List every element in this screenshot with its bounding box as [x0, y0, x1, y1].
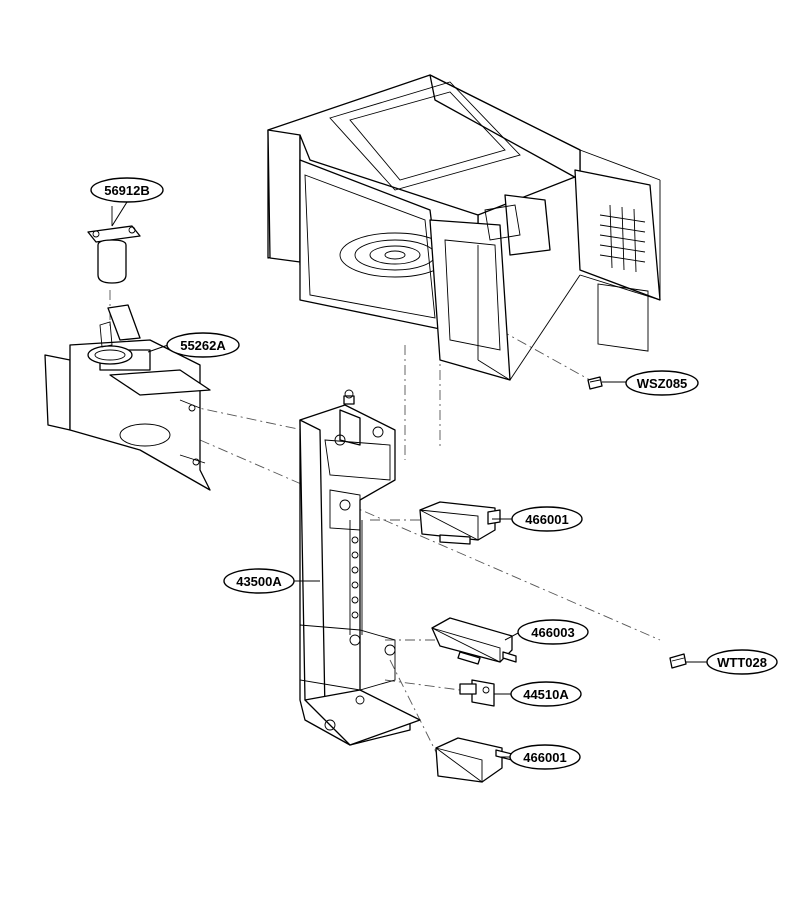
- callout-wtt028: WTT028: [706, 649, 778, 675]
- callout-label: WSZ085: [637, 376, 688, 391]
- switch-lever-illustration: [459, 679, 495, 707]
- callout-label: 466001: [523, 750, 566, 765]
- callout-label: 43500A: [236, 574, 282, 589]
- microwave-cavity-illustration: [267, 74, 661, 381]
- callout-label: 466001: [525, 512, 568, 527]
- door-hook-frame-illustration: [299, 389, 421, 746]
- callout-56912b: 56912B: [90, 177, 164, 203]
- callout-466001-lower: 466001: [509, 744, 581, 770]
- callout-wsz085: WSZ085: [625, 370, 699, 396]
- screw-wtt028-illustration: [669, 653, 687, 669]
- micro-switch-lower-illustration: [435, 737, 513, 783]
- callout-466001-upper: 466001: [511, 506, 583, 532]
- micro-switch-upper-illustration: [419, 501, 501, 545]
- callout-label: 55262A: [180, 338, 226, 353]
- fan-bracket-illustration: [44, 304, 211, 491]
- callout-466003: 466003: [517, 619, 589, 645]
- thermostat-part-illustration: [87, 206, 141, 284]
- callout-label: 466003: [531, 625, 574, 640]
- callout-44510a: 44510A: [510, 681, 582, 707]
- callout-43500a: 43500A: [223, 568, 295, 594]
- micro-switch-middle-illustration: [431, 617, 517, 665]
- callout-55262a: 55262A: [166, 332, 240, 358]
- callout-label: WTT028: [717, 655, 767, 670]
- callout-label: 56912B: [104, 183, 150, 198]
- callout-label: 44510A: [523, 687, 569, 702]
- screw-wsz085-illustration: [587, 376, 603, 390]
